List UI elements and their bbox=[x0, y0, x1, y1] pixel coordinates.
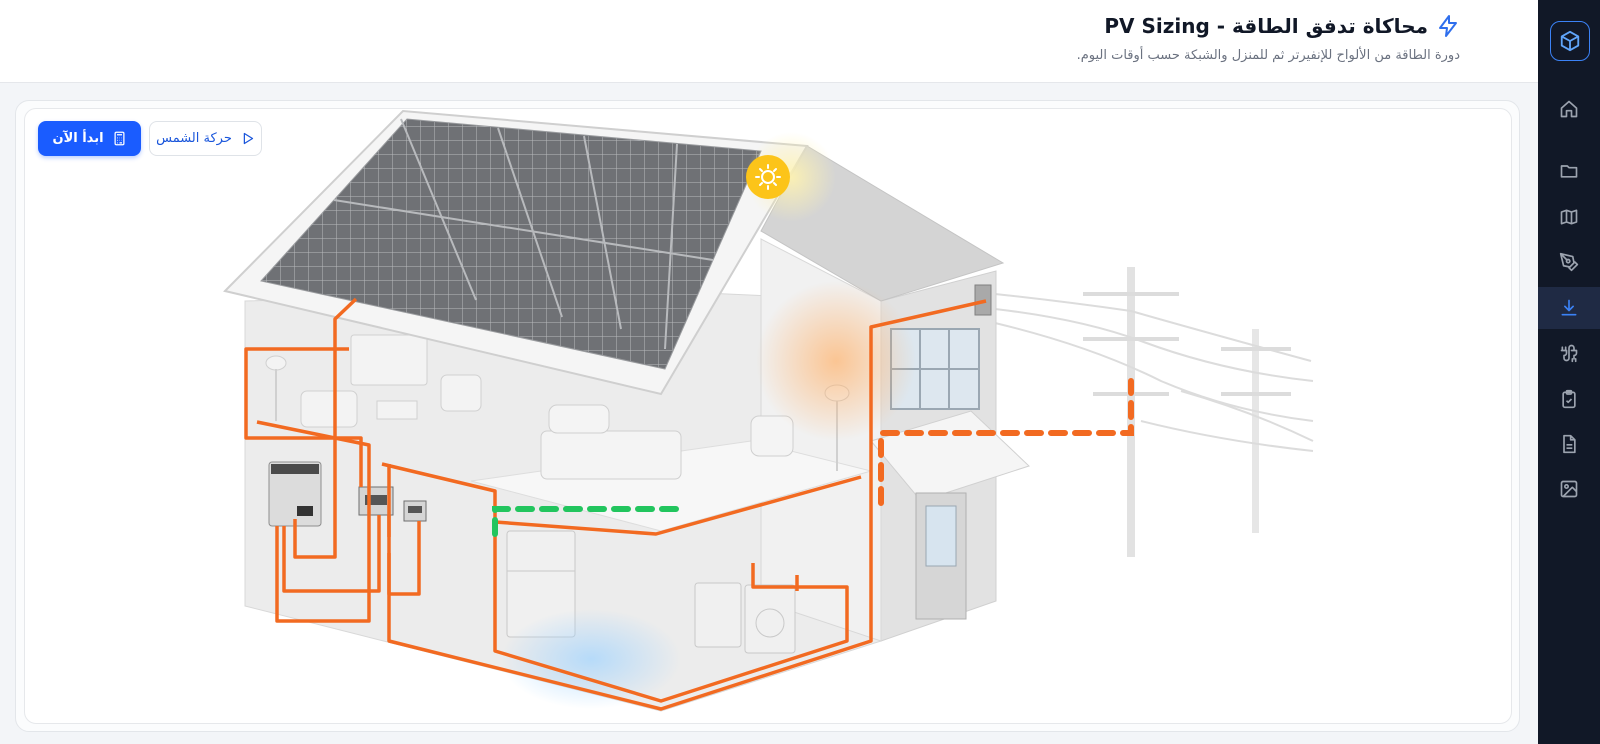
sun[interactable] bbox=[746, 155, 790, 199]
start-now-label: ابدأ الآن bbox=[52, 131, 104, 146]
bolt-icon bbox=[1439, 15, 1457, 37]
cube-icon bbox=[1560, 30, 1580, 52]
sidebar-item-design[interactable] bbox=[1538, 241, 1600, 283]
utility-poles bbox=[994, 267, 1314, 557]
sidebar-item-checklist[interactable] bbox=[1538, 378, 1600, 420]
breaker-box-secondary bbox=[403, 500, 427, 522]
living-room-furniture bbox=[265, 334, 482, 428]
page-title-text: محاكاة تدفق الطاقة - PV Sizing bbox=[1104, 14, 1428, 38]
energy-flow-scene bbox=[223, 109, 1314, 712]
sidebar bbox=[1538, 0, 1600, 744]
inverter bbox=[268, 461, 322, 527]
simulation-canvas bbox=[24, 108, 1512, 724]
play-icon bbox=[243, 132, 254, 145]
download-icon bbox=[1561, 299, 1577, 316]
page-title: محاكاة تدفق الطاقة - PV Sizing bbox=[1104, 14, 1460, 38]
appliances bbox=[506, 530, 796, 654]
clipboard-check-icon bbox=[1562, 389, 1576, 409]
cable-icon bbox=[1560, 344, 1578, 363]
sun-motion-button[interactable]: حركة الشمس bbox=[149, 121, 262, 156]
page-subtitle: دورة الطاقة من الألواح للإنفيرتر ثم للمن… bbox=[1076, 48, 1460, 63]
sun-motion-label: حركة الشمس bbox=[156, 131, 232, 146]
sidebar-item-download[interactable] bbox=[1538, 287, 1600, 329]
home-icon bbox=[1560, 100, 1578, 118]
cooling-glow bbox=[501, 609, 681, 709]
app-logo[interactable] bbox=[1550, 21, 1590, 61]
load-flow bbox=[492, 506, 684, 537]
image-icon bbox=[1560, 480, 1578, 498]
house-door bbox=[915, 492, 967, 620]
calculator-icon bbox=[114, 131, 125, 146]
sun-glow bbox=[746, 132, 836, 222]
sidebar-item-reports[interactable] bbox=[1538, 423, 1600, 465]
page-header: محاكاة تدفق الطاقة - PV Sizing دورة الطا… bbox=[0, 0, 1538, 83]
heat-glow bbox=[756, 281, 916, 441]
folder-icon bbox=[1560, 165, 1578, 178]
pen-tool-icon bbox=[1559, 252, 1579, 272]
sidebar-item-gallery[interactable] bbox=[1538, 468, 1600, 510]
sidebar-item-map[interactable] bbox=[1538, 196, 1600, 238]
power-wiring bbox=[244, 297, 987, 711]
house-illustration bbox=[244, 145, 1030, 712]
sidebar-item-projects[interactable] bbox=[1538, 150, 1600, 192]
start-now-button[interactable]: ابدأ الآن bbox=[38, 121, 141, 156]
sidebar-item-home[interactable] bbox=[1538, 88, 1600, 130]
map-icon bbox=[1560, 209, 1578, 225]
sidebar-item-cables[interactable] bbox=[1538, 332, 1600, 374]
document-icon bbox=[1563, 434, 1576, 454]
grid-feed-flow bbox=[878, 378, 1134, 506]
